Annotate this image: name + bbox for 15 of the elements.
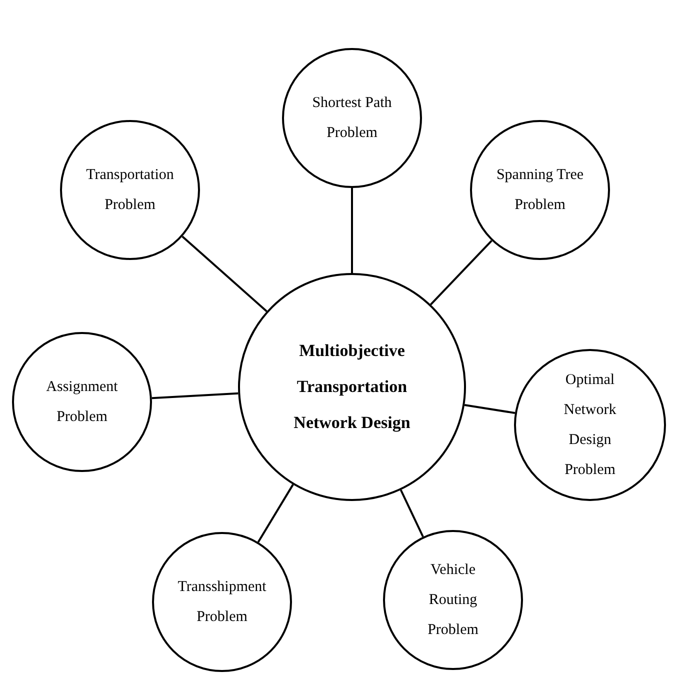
connector-line	[257, 484, 294, 543]
node-label: Optimal Network Design Problem	[562, 371, 618, 480]
node-label: Transshipment Problem	[176, 578, 268, 627]
connector-line	[430, 240, 492, 306]
node-label: Transportation Problem	[85, 166, 175, 215]
connector-line	[182, 236, 268, 312]
connector-line	[464, 404, 516, 414]
node-label: Vehicle Routing Problem	[426, 561, 480, 640]
connector-line	[152, 392, 238, 400]
connector-line	[351, 188, 353, 273]
node-label: Shortest Path Problem	[311, 94, 393, 143]
connector-line	[400, 490, 424, 538]
node-label: Multiobjective Transportation Network Design	[292, 340, 412, 434]
node-label: Spanning Tree Problem	[495, 166, 585, 215]
node-label: Assignment Problem	[45, 378, 119, 427]
